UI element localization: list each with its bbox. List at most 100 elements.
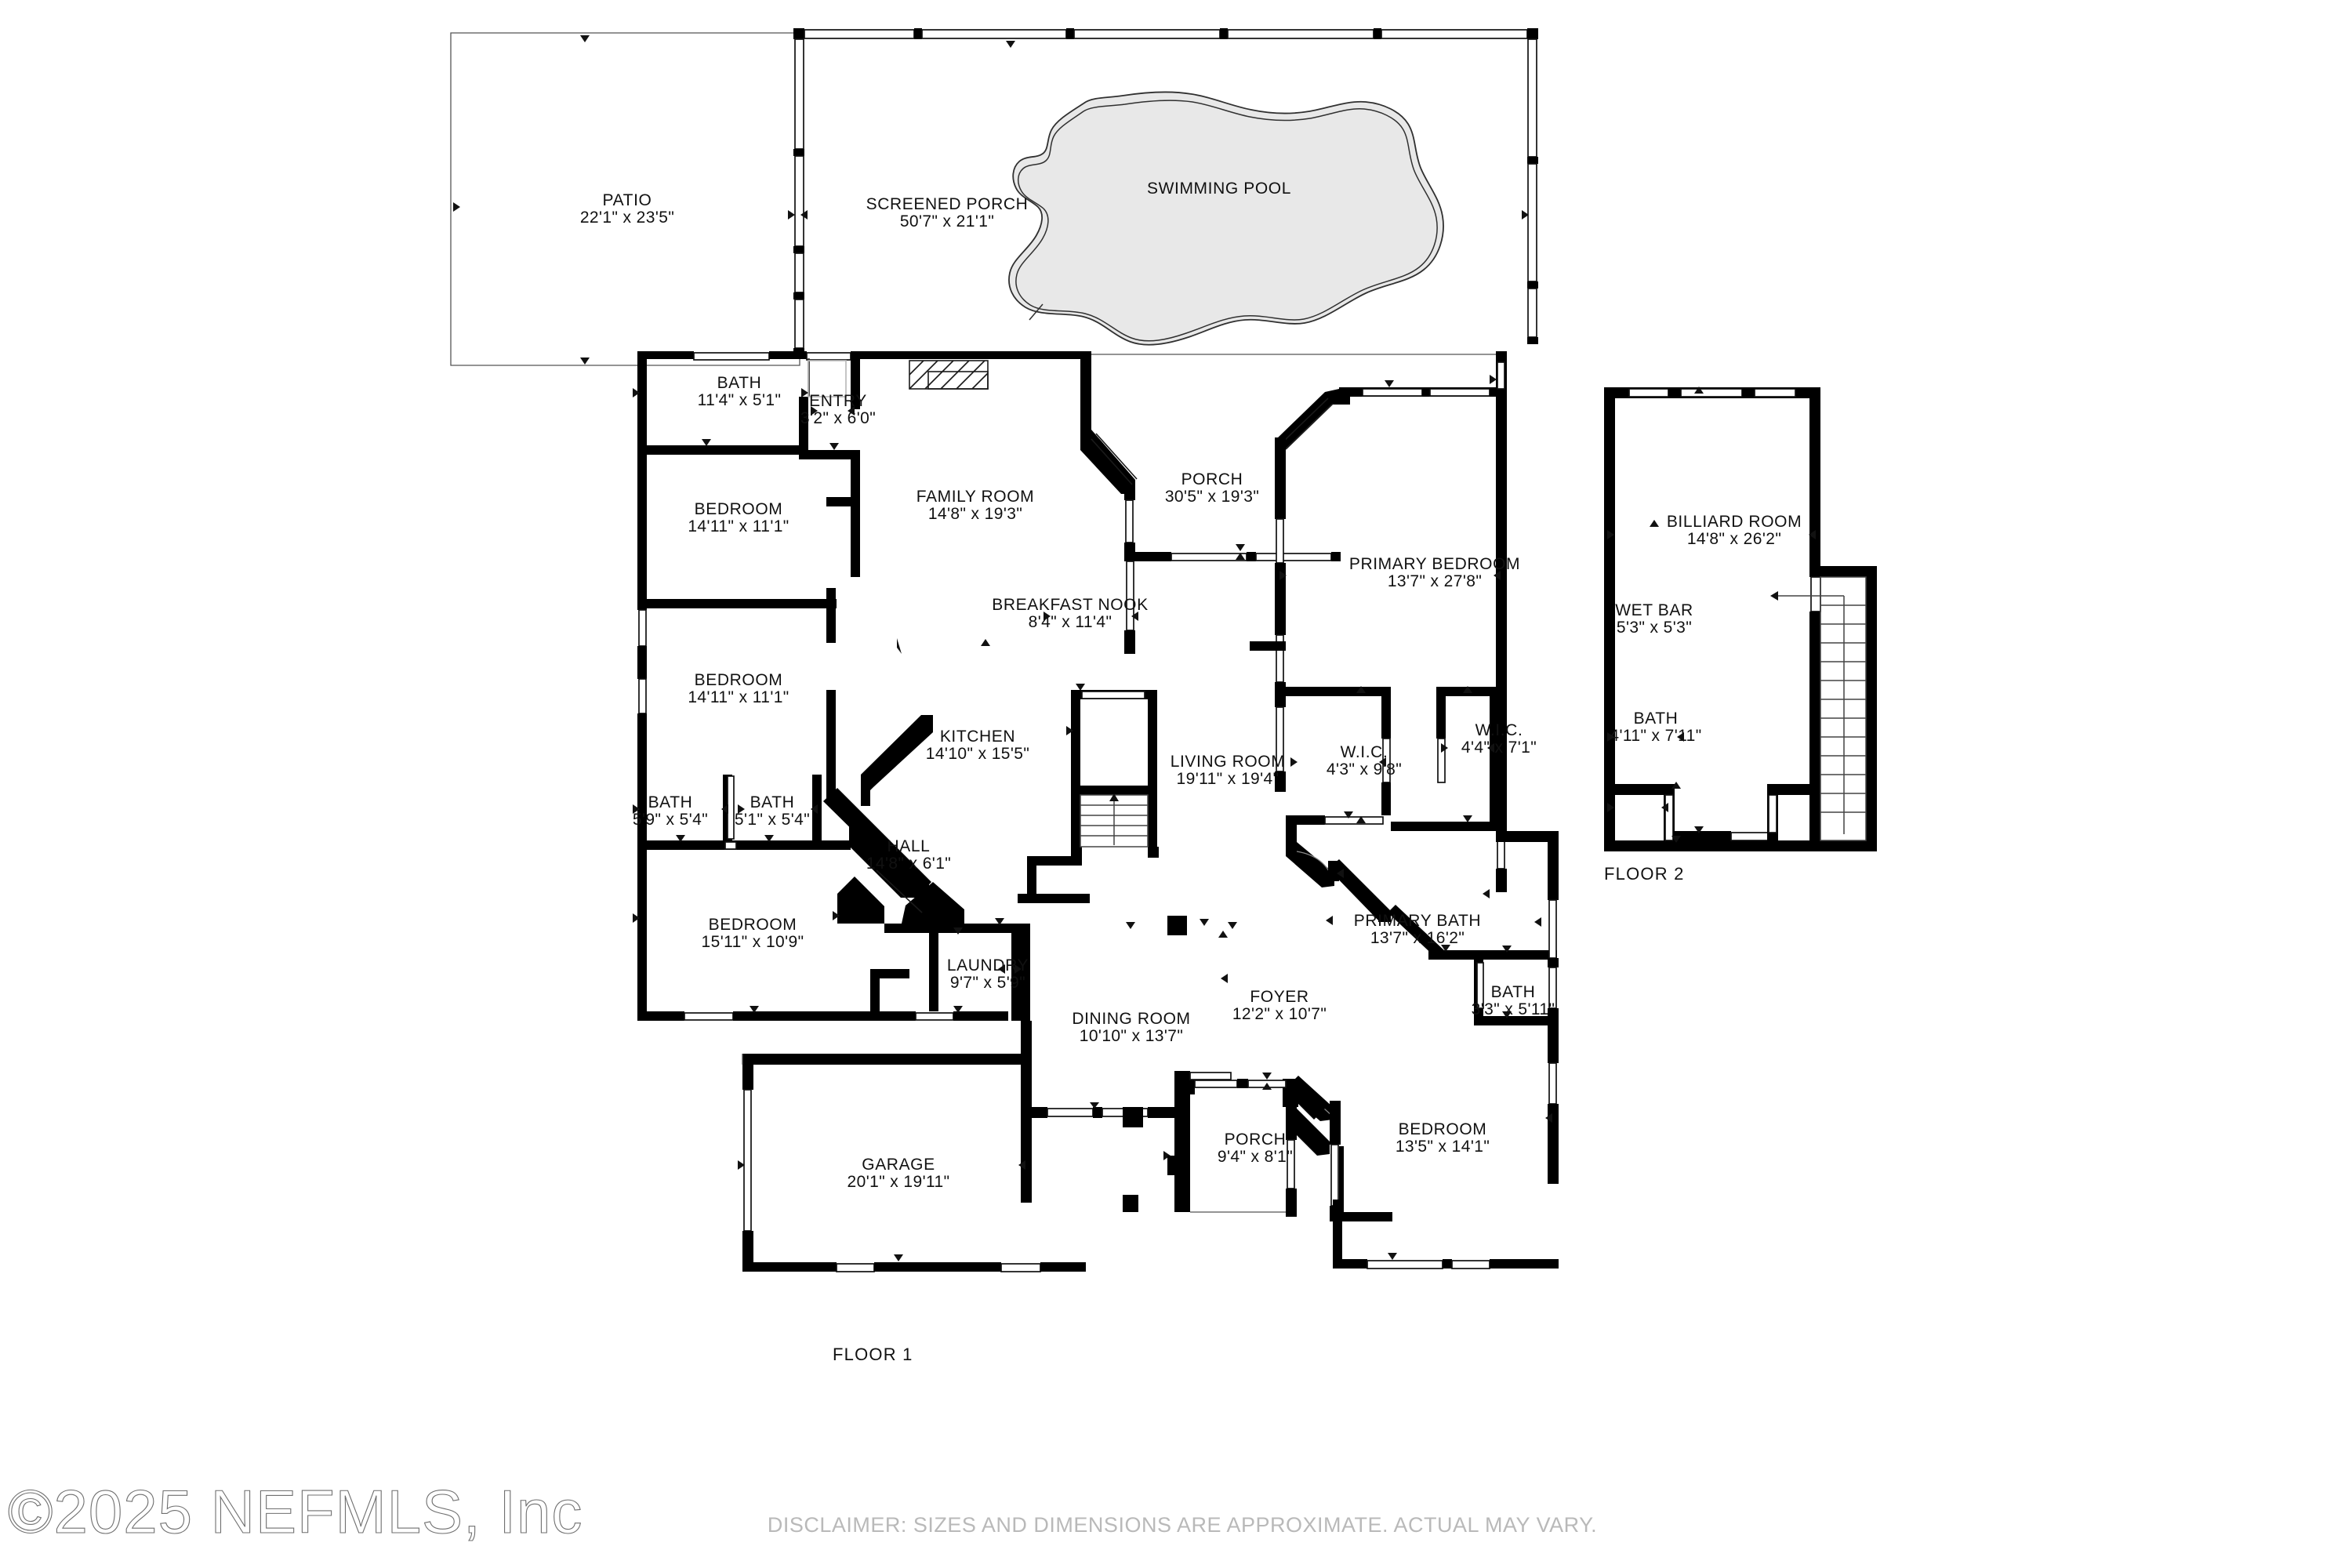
room-name: PORCH (1181, 470, 1243, 488)
room-name: BEDROOM (709, 916, 797, 934)
room-name: PORCH (1225, 1131, 1287, 1149)
room-name: W.I.C. (1341, 743, 1388, 761)
disclaimer-text: DISCLAIMER: SIZES AND DIMENSIONS ARE APP… (768, 1513, 1597, 1537)
room-label-wic-1: W.I.C.4'3" x 9'8" (1327, 743, 1402, 779)
room-dimensions: 11'4" x 5'1" (698, 391, 782, 409)
room-dimensions: 4'3" x 9'8" (1327, 760, 1402, 779)
room-dimensions: 50'7" x 21'1" (900, 212, 994, 230)
room-name: BATH (717, 374, 762, 392)
room-name: BEDROOM (695, 671, 783, 689)
floor1-walls (633, 351, 1559, 1272)
room-dimensions: 8'4" x 11'4" (1029, 613, 1112, 631)
room-dimensions: 20'1" x 19'11" (848, 1173, 950, 1191)
room-dimensions: 4'4" x 7'1" (1461, 739, 1537, 757)
room-dimensions: 3'3" x 5'11" (1472, 1000, 1555, 1018)
room-name: SCREENED PORCH (866, 195, 1029, 213)
room-name: BATH (1491, 983, 1536, 1001)
room-name: GARAGE (862, 1156, 935, 1174)
room-name: DINING ROOM (1072, 1010, 1190, 1028)
room-dimensions: 9'7" x 5'9" (950, 974, 1025, 992)
room-label-swimming-pool: SWIMMING POOL (1147, 180, 1291, 198)
room-name: BATH (1634, 710, 1679, 728)
room-dimensions: 14'8" x 6'1" (866, 855, 951, 873)
swimming-pool-shape (1008, 91, 1444, 346)
room-dimensions: 13'5" x 14'1" (1396, 1138, 1490, 1156)
room-dimensions: 19'11" x 19'4" (1177, 770, 1279, 788)
room-name: FOYER (1250, 988, 1308, 1006)
copyright-watermark: ©2025 NEFMLS, Inc (8, 1477, 583, 1546)
room-name: PRIMARY BEDROOM (1349, 555, 1520, 573)
room-name: BREAKFAST NOOK (992, 596, 1148, 614)
room-dimensions: 3'2" x 6'0" (800, 409, 876, 427)
screened-porch-structure (788, 28, 1538, 358)
room-dimensions: 14'10" x 15'5" (926, 745, 1029, 763)
room-name: ENTRY (809, 392, 867, 410)
room-dimensions: 13'7" x 27'8" (1388, 572, 1482, 590)
room-dimensions: 10'10" x 13'7" (1080, 1027, 1183, 1045)
room-dimensions: 15'11" x 10'9" (702, 933, 804, 951)
room-dimensions: 14'11" x 11'1" (688, 517, 789, 535)
stairs-floor1 (1080, 793, 1149, 848)
room-dimensions: 5'1" x 5'4" (735, 811, 810, 829)
floor-2-caption: FLOOR 2 (1604, 864, 1685, 884)
room-name: FAMILY ROOM (916, 488, 1035, 506)
stairs-floor2 (1770, 576, 1867, 841)
room-dimensions: 12'2" x 10'7" (1232, 1005, 1327, 1023)
room-name: PRIMARY BATH (1354, 912, 1481, 930)
room-dimensions: 14'8" x 26'2" (1687, 530, 1781, 548)
room-name: W.I.C. (1475, 721, 1523, 739)
room-dimensions: 5'3" x 5'3" (1617, 619, 1692, 637)
room-name: WET BAR (1615, 601, 1693, 619)
room-dimensions: 5'9" x 5'4" (633, 811, 708, 829)
room-name: KITCHEN (940, 728, 1015, 746)
room-name: BEDROOM (1399, 1120, 1487, 1138)
room-name: BEDROOM (695, 500, 783, 518)
room-name: LIVING ROOM (1171, 753, 1286, 771)
room-name: SWIMMING POOL (1147, 180, 1291, 198)
room-name: HALL (887, 837, 931, 855)
room-dimensions: 4'11" x 7'11" (1610, 727, 1701, 745)
room-dimensions: 22'1" x 23'5" (580, 209, 674, 227)
room-name: LAUNDRY (947, 956, 1029, 975)
floor-1-caption: FLOOR 1 (833, 1345, 913, 1364)
room-name: BILLIARD ROOM (1667, 513, 1802, 531)
room-dimensions: 13'7" x 16'2" (1370, 929, 1465, 947)
room-dimensions: 30'5" x 19'3" (1165, 488, 1259, 506)
fireplace-hatch (909, 360, 989, 390)
room-name: PATIO (603, 191, 652, 209)
room-name: BATH (750, 793, 795, 811)
room-name: BATH (648, 793, 693, 811)
room-dimensions: 14'11" x 11'1" (688, 688, 789, 706)
room-dimensions: 9'4" x 8'1" (1218, 1148, 1293, 1166)
patio-outline (450, 32, 800, 366)
